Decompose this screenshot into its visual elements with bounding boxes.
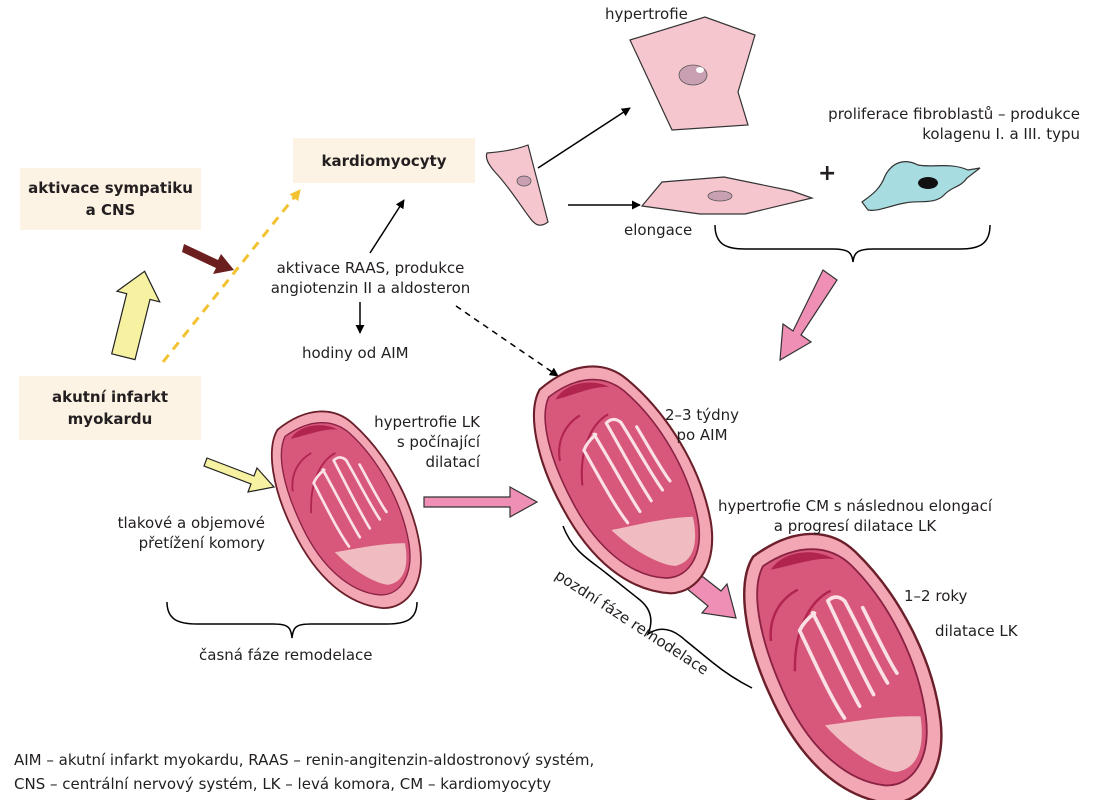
heart-years [718, 506, 971, 800]
label-hours-after-aim: hodiny od AIM [302, 344, 409, 362]
arrow-infarct-to-sympathetic [110, 270, 161, 361]
arrow-raas-to-cardiomyocytes [369, 199, 405, 254]
elongated-cell-nucleus [707, 190, 733, 202]
box-sympathetic: aktivace sympatiku a CNS [20, 168, 201, 230]
label-cm-hypertrophy-elongation: hypertrofie CM s následnou elongací a pr… [717, 497, 992, 535]
footnote-abbreviations: AIM – akutní infarkt myokardu, RAAS – re… [14, 751, 595, 793]
arrow-cells-to-late [779, 269, 838, 362]
dashed-arrow-raas-to-late [455, 305, 559, 377]
fibroblast-nucleus [918, 177, 938, 189]
arrow-sympathetic-to-raas [182, 244, 234, 274]
cardiomyocyte-cell [485, 144, 549, 226]
nucleus-highlight [696, 67, 704, 73]
dashed-arrow-to-cardiomyocytes [161, 189, 302, 363]
label-lv-dilatation: dilatace LK [935, 622, 1018, 640]
arrow-cell-to-hypertrophy [537, 107, 631, 169]
label-weeks-after-aim: 2–3 týdny po AIM [664, 406, 740, 444]
label-elongation: elongace [624, 221, 693, 239]
label-hypertrophy: hypertrofie [605, 5, 688, 23]
brace-cells [714, 224, 991, 263]
cardiomyocyte-nucleus [516, 175, 532, 187]
plus-sign: + [818, 161, 837, 186]
arrow-weeks-to-years [685, 572, 737, 619]
label-pressure-volume-overload: tlakové a objemové přetížení komory [117, 514, 265, 552]
box-cardiomyocytes: kardiomyocyty [293, 138, 475, 183]
label-fibroblast-proliferation: proliferace fibroblastů – produkce kolag… [828, 105, 1080, 143]
label-raas-activation: aktivace RAAS, produkce angiotenzin II a… [270, 259, 471, 297]
arrow-early-to-late [423, 485, 539, 519]
arrow-infarct-to-early-heart [203, 457, 276, 493]
label-lv-hypertrophy: hypertrofie LK s počínající dilatací [374, 413, 480, 471]
box-acute-infarct: akutní infarkt myokardu [19, 376, 201, 440]
brace-early [166, 601, 418, 639]
brace-late [562, 525, 753, 689]
label-years: 1–2 roky [904, 587, 968, 605]
label-early-remodeling: časná fáze remodelace [199, 646, 373, 664]
